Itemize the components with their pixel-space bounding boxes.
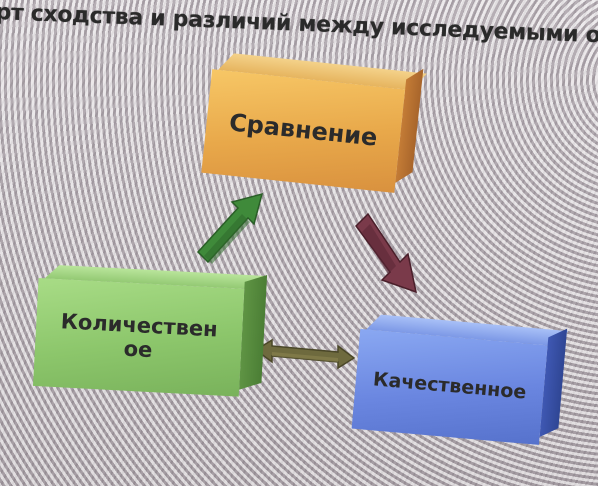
arrow-quantitative-to-compare <box>196 192 264 264</box>
node-quantitative-front-face: Количествен ое <box>32 278 245 397</box>
arrow-compare-to-qualitative <box>355 212 418 294</box>
node-qualitative-front-face: Качественное <box>351 328 548 445</box>
arrow-quantitative-qualitative <box>254 338 356 370</box>
node-quantitative: Количествен ое <box>32 264 269 398</box>
node-qualitative: Качественное <box>351 313 573 453</box>
node-compare-label: Сравнение <box>227 108 379 152</box>
node-compare-front-face: Сравнение <box>201 69 406 193</box>
node-compare: Сравнение <box>201 51 427 196</box>
node-qualitative-label: Качественное <box>372 368 528 404</box>
